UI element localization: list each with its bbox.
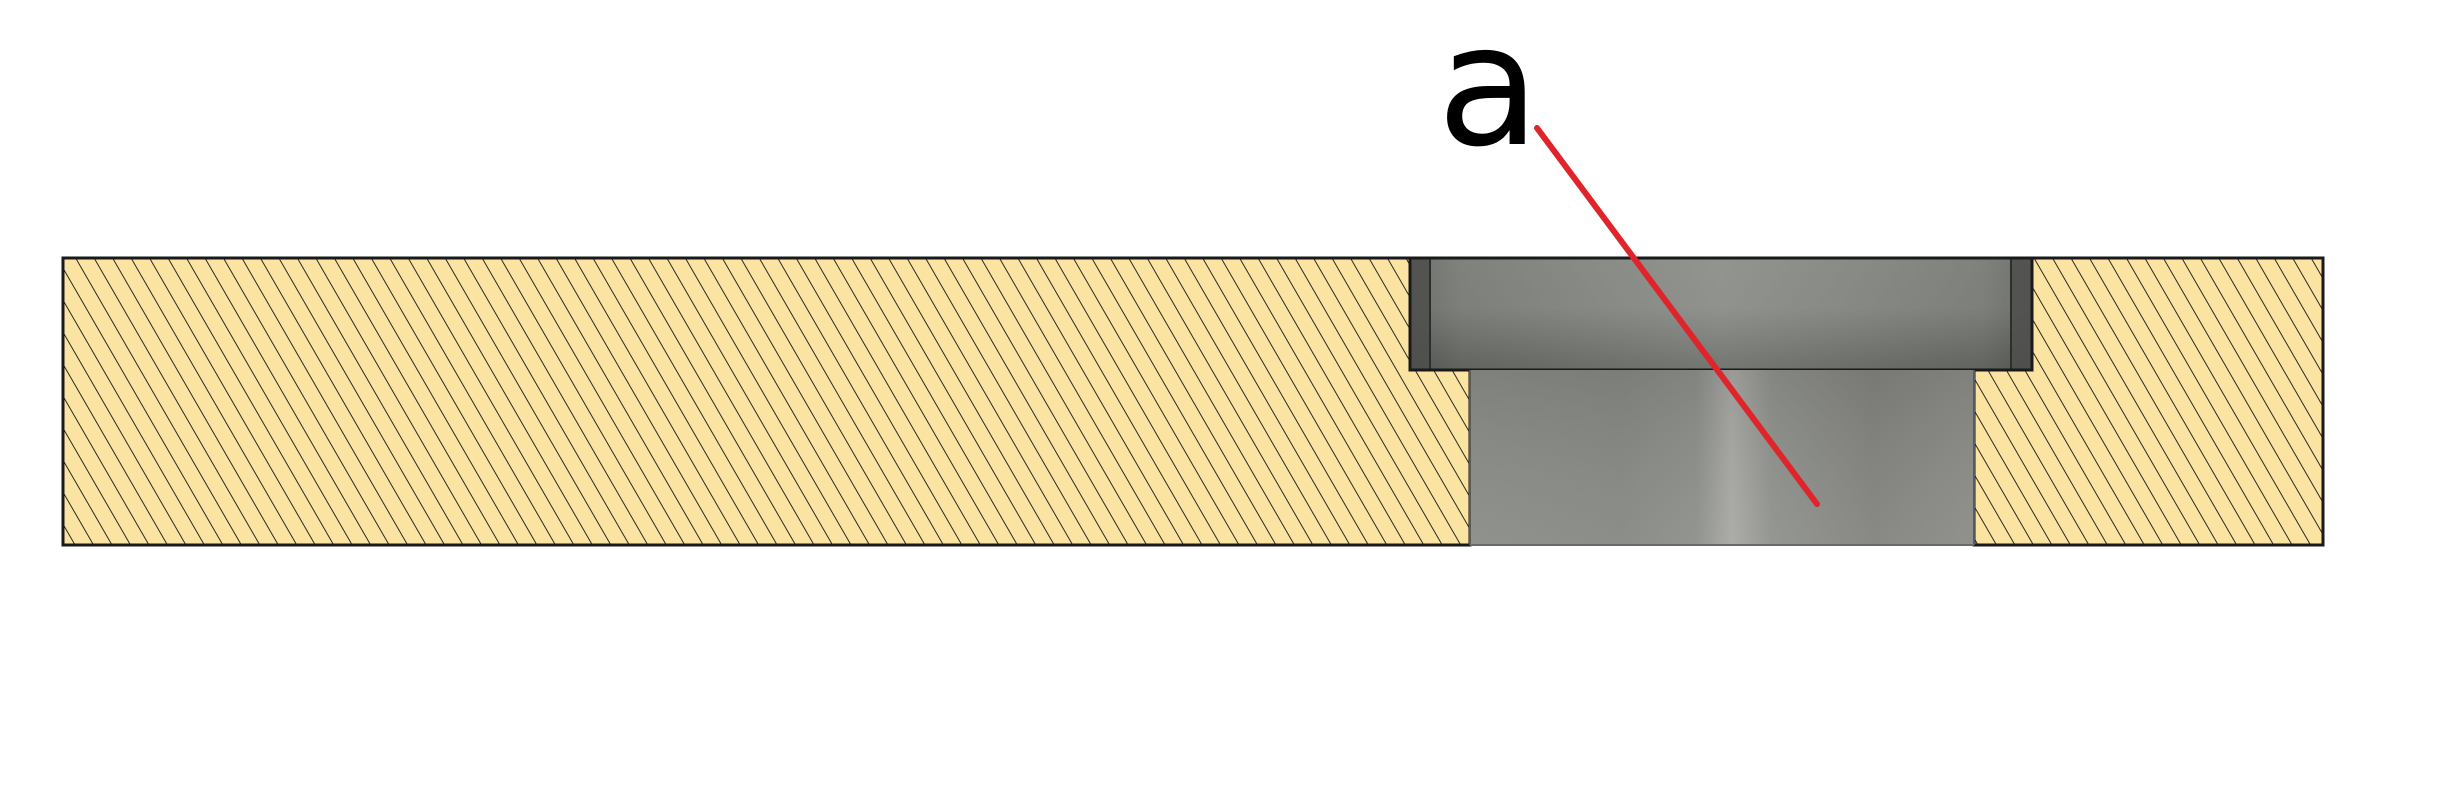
left-section-hatch xyxy=(61,256,1472,547)
through-bore xyxy=(1469,370,1975,546)
counterbore xyxy=(1408,256,2034,372)
leader-line xyxy=(1534,125,1820,507)
callout-label: a xyxy=(1437,0,1540,184)
